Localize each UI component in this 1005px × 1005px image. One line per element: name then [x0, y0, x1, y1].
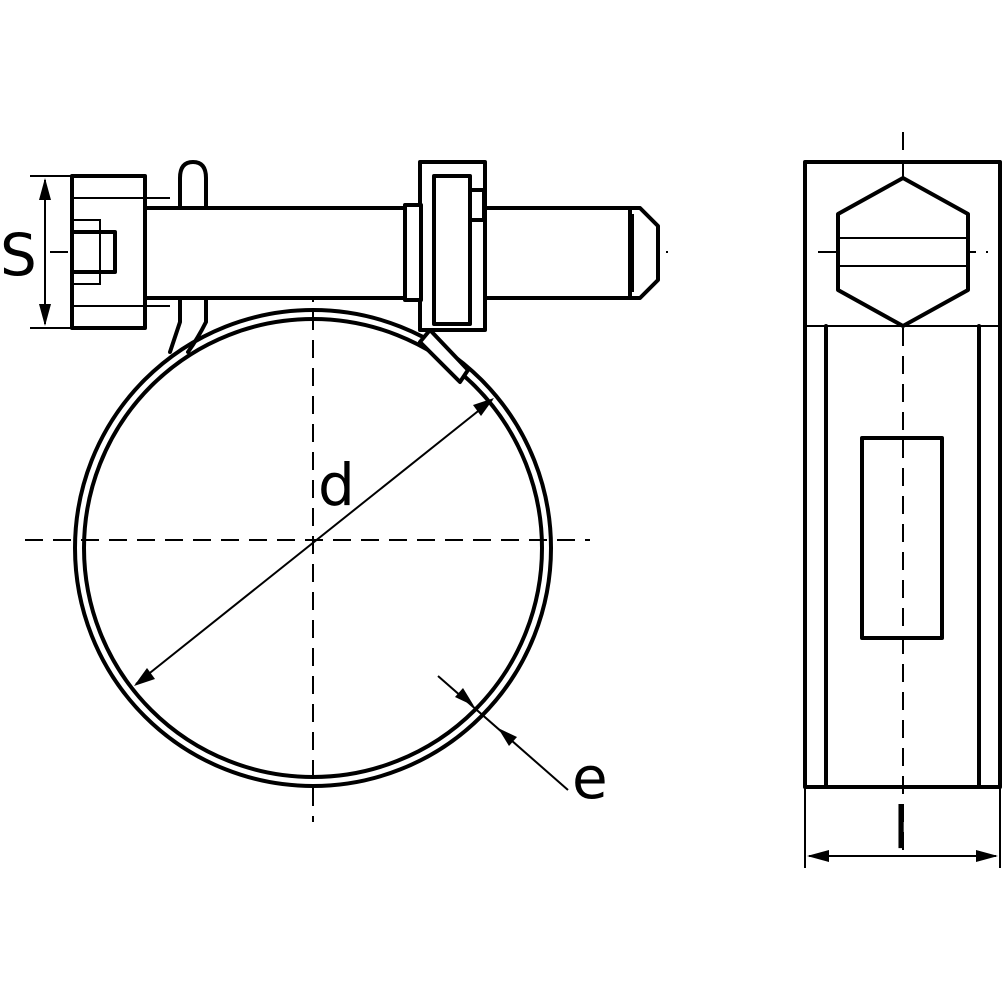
band-window: [860, 436, 944, 640]
label-e: e: [572, 744, 608, 812]
label-l: l: [893, 794, 909, 862]
l-arrow-left: [807, 850, 829, 862]
clamp-side-view: [803, 132, 1002, 868]
band-end-tab: [418, 328, 470, 384]
l-arrow-right: [976, 850, 998, 862]
d-arrow-top: [473, 398, 494, 416]
side-body: [803, 160, 1002, 789]
screw-shank: [143, 206, 635, 300]
label-d: d: [318, 451, 355, 519]
e-arrow-in: [455, 688, 474, 706]
washer: [403, 203, 423, 302]
e-arrow-out: [498, 728, 517, 746]
clamp-band-inner: [82, 317, 544, 779]
d-arrow-bottom: [134, 668, 155, 686]
label-s: S: [0, 221, 37, 289]
d-dimension-line: [135, 399, 493, 685]
hex-head-side: [836, 176, 970, 328]
band-loop: [168, 160, 208, 354]
screw-slot: [70, 230, 117, 274]
clamp-band-outer: [73, 308, 553, 788]
screw-tip: [628, 206, 660, 300]
nut-bracket-inner: [432, 174, 472, 326]
screw-slot-step: [72, 219, 101, 285]
nut-bracket-cap: [468, 188, 486, 222]
s-arrow-top: [39, 178, 51, 200]
clamp-front-view: [25, 160, 668, 822]
s-arrow-bottom: [39, 304, 51, 326]
